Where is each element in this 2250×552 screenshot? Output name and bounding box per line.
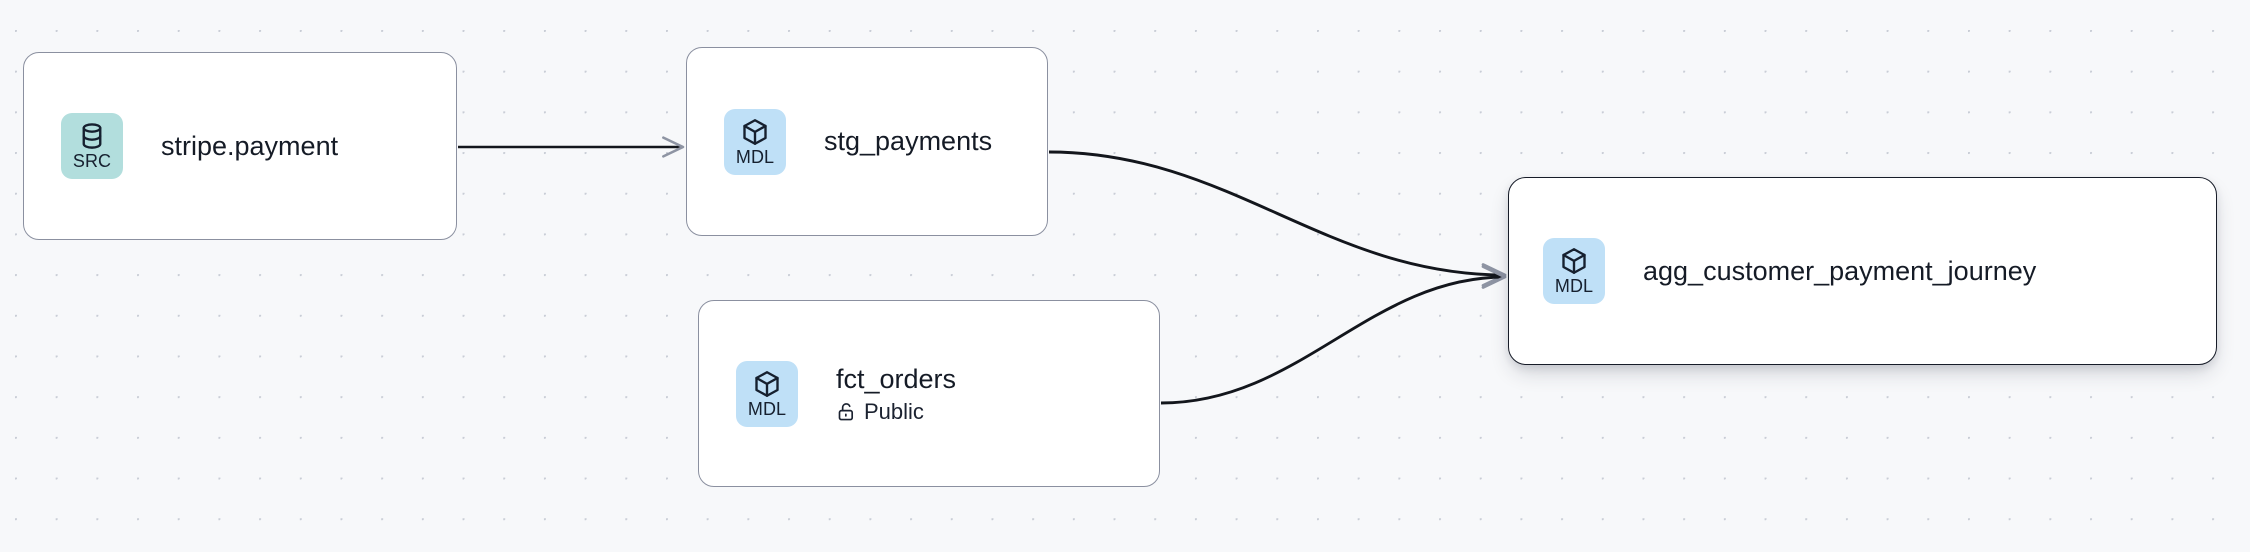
badge-label: MDL bbox=[735, 146, 775, 167]
node-fct-orders[interactable]: MDL fct_orders Public bbox=[698, 300, 1160, 487]
node-title: agg_customer_payment_journey bbox=[1643, 255, 2037, 286]
badge-label: SRC bbox=[72, 151, 112, 171]
model-type-badge: MDL bbox=[736, 360, 798, 427]
cube-icon bbox=[1559, 246, 1589, 276]
cube-icon bbox=[740, 117, 770, 147]
node-agg-customer-payment-journey[interactable]: MDL agg_customer_payment_journey bbox=[1508, 177, 2217, 365]
node-title: fct_orders bbox=[836, 363, 957, 394]
unlock-icon bbox=[836, 401, 857, 422]
node-label-block: stripe.payment bbox=[161, 130, 338, 163]
source-type-badge: SRC bbox=[61, 113, 123, 179]
node-stg-payments[interactable]: MDL stg_payments bbox=[686, 47, 1048, 236]
model-type-badge: MDL bbox=[724, 108, 786, 175]
node-label-block: fct_orders Public bbox=[836, 363, 956, 425]
database-icon bbox=[77, 121, 107, 151]
node-label-block: agg_customer_payment_journey bbox=[1643, 255, 2036, 288]
edge-fct-to-agg bbox=[1160, 265, 1507, 405]
visibility-label: Public bbox=[864, 398, 924, 424]
badge-label: MDL bbox=[747, 398, 787, 419]
model-type-badge: MDL bbox=[1543, 238, 1605, 304]
edge-stg-to-agg bbox=[1048, 150, 1507, 287]
node-label-block: stg_payments bbox=[824, 125, 992, 158]
node-visibility: Public bbox=[836, 399, 956, 425]
node-title: stripe.payment bbox=[161, 130, 339, 161]
node-title: stg_payments bbox=[824, 126, 993, 156]
cube-icon bbox=[752, 369, 782, 399]
badge-label: MDL bbox=[1554, 276, 1594, 296]
node-stripe-payment[interactable]: SRC stripe.payment bbox=[23, 52, 457, 240]
